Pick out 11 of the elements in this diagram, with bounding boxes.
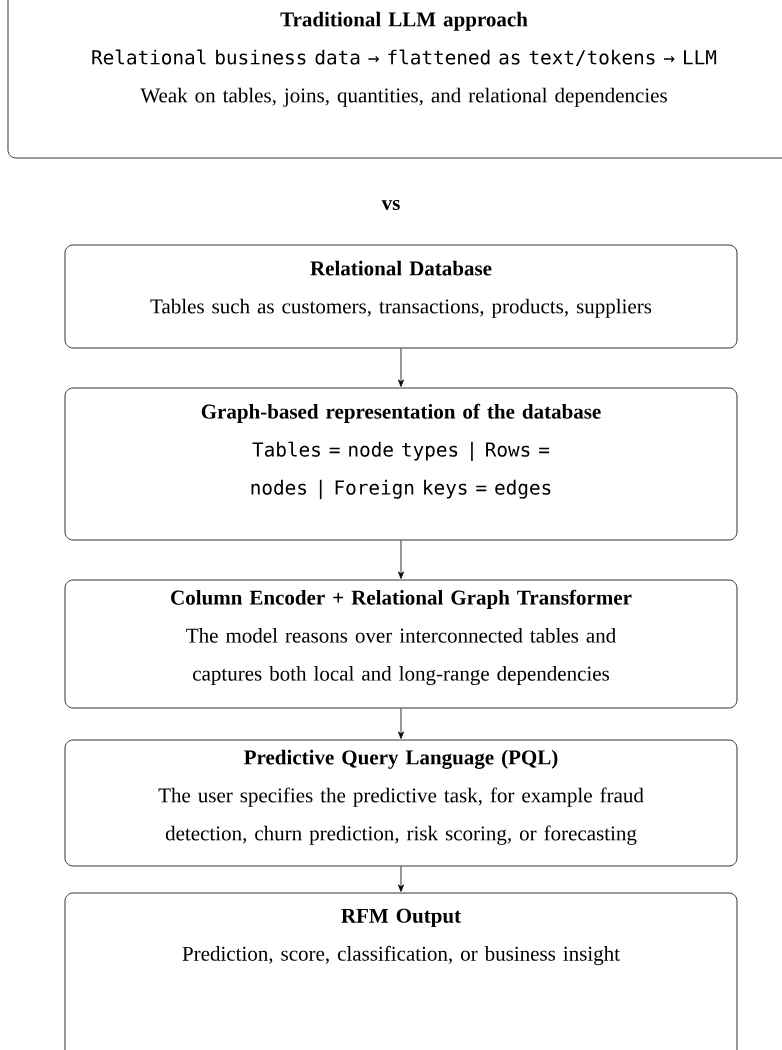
process-box: Graph-based representation of the database Tables = node types | Rows = nodes | Foreign keys = edges	[64, 387, 738, 541]
label: vs	[381, 199, 400, 211]
process-box: Relational Database Tables such as customers, transactions, products, suppliers	[64, 244, 738, 349]
process-box: Predictive Query Language (PQL) The user specifies the predictive task, for example fraud detection, churn prediction, risk scoring, or forecasting	[64, 739, 738, 867]
arrow	[398, 348, 404, 387]
arrow	[398, 540, 404, 579]
process-box: Column Encoder + Relational Graph Transformer The model reasons over interconnected tables and captures both local and long-range dependencies	[64, 579, 738, 709]
process-box: Traditional LLM approach Relational business data → flattened as text/tokens → LLM Weak on tables, joins, quantities, and relational dependencies	[7, 0, 782, 159]
arrow	[398, 866, 404, 892]
process-box: RFM Output Prediction, score, classification, or business insight	[64, 892, 738, 1050]
arrow	[398, 708, 404, 739]
